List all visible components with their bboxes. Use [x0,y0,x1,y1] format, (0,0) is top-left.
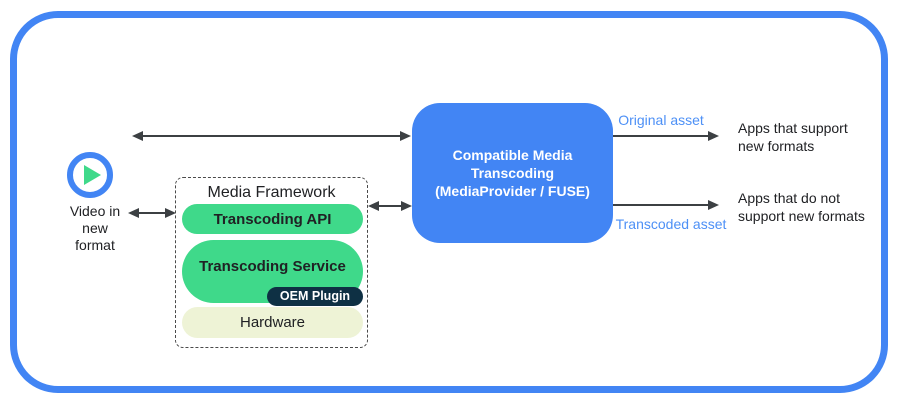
arrow-apps-to-transcoder [132,131,411,141]
compatible-media-transcoding-box: Compatible Media Transcoding (MediaProvi… [412,103,613,243]
video-source-label: Video in new format [69,203,121,253]
transcoding-api-label: Transcoding API [213,210,332,228]
oem-plugin-pill: OEM Plugin [267,287,363,306]
transcoded-asset-label: Transcoded asset [615,216,727,232]
diagram-border [10,11,888,393]
arrow-framework-to-transcoder [368,201,412,211]
arrow-transcoded-asset [613,200,719,210]
apps-no-support-label: Apps that do not support new formats [738,190,865,224]
play-icon [67,152,113,198]
transcoding-service-pill: Transcoding Service OEM Plugin [182,240,363,306]
play-triangle-icon [83,165,101,185]
media-framework-box [175,177,368,348]
transcoding-api-pill: Transcoding API [182,204,363,234]
transcoding-service-label: Transcoding Service [199,258,346,275]
oem-plugin-label: OEM Plugin [279,289,351,303]
compatible-media-transcoding-label: Compatible Media Transcoding (MediaProvi… [435,147,590,199]
hardware-pill: Hardware [182,307,363,338]
arrow-video-to-framework [128,208,176,218]
apps-support-label: Apps that support new formats [738,120,848,154]
media-framework-title: Media Framework [207,184,336,201]
arrow-original-asset [613,131,719,141]
hardware-label: Hardware [239,314,306,331]
original-asset-label: Original asset [618,112,704,128]
